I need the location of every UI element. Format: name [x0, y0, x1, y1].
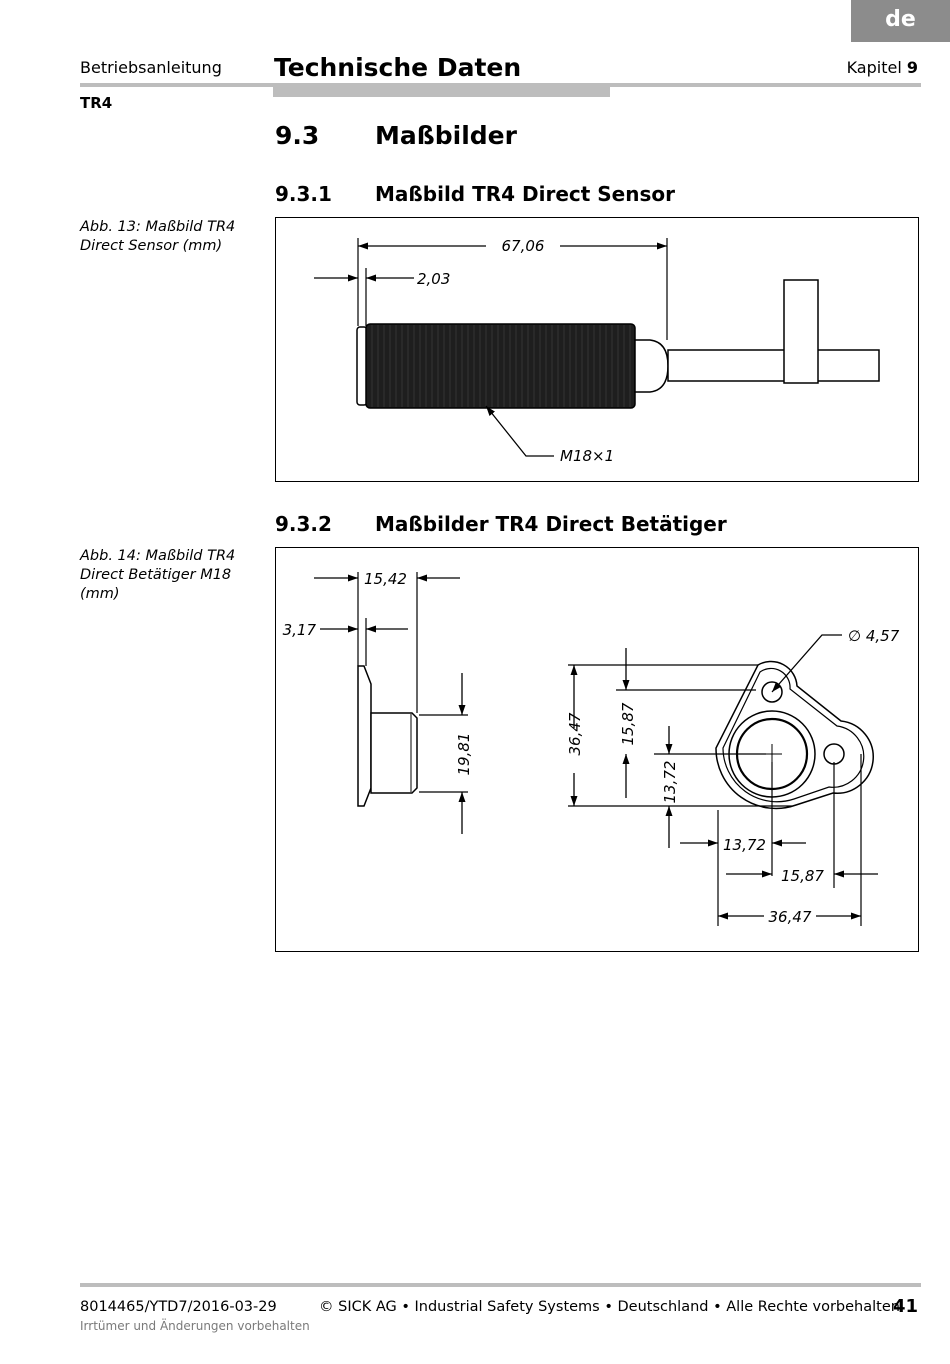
dim-horizontal-total: 36,47 [769, 908, 812, 926]
dim-length: 67,06 [502, 237, 545, 255]
dim-vertical-top: 15,87 [619, 702, 637, 745]
header-rule-right [610, 83, 921, 87]
footer-disclaimer: Irrtümer und Änderungen vorbehalten [80, 1319, 310, 1333]
dim-hole-diameter: ∅ 4,57 [848, 627, 900, 645]
figure-caption: Abb. 13: Maßbild TR4 Direct Sensor (mm) [80, 219, 236, 254]
dim-thread: M18×1 [560, 447, 614, 465]
subsection-number: 9.3.2 [275, 512, 332, 536]
language-badge: de [851, 0, 950, 42]
subsection-title: Maßbild TR4 Direct Sensor [375, 182, 675, 206]
footer-copyright: © SICK AG • Industrial Safety Systems • … [319, 1299, 900, 1315]
dim-vertical-total: 36,47 [566, 712, 584, 755]
footer-doc-id: 8014465/YTD7/2016-03-29 [80, 1299, 277, 1315]
figure-actuator-drawing: 15,42 3,17 19,81 ∅ 4,57 36, [275, 547, 919, 952]
chapter-label: Kapitel 9 [846, 58, 918, 77]
section-header-title: Technische Daten [274, 53, 522, 82]
page-number: 41 [892, 1296, 918, 1317]
header-rule-center [273, 83, 610, 97]
sensor-dimension-drawing: 67,06 2,03 [314, 237, 880, 465]
doc-type-label: Betriebsanleitung [80, 58, 222, 77]
subsection-title: Maßbilder TR4 Direct Betätiger [375, 512, 727, 536]
dim-vertical-center: 13,72 [661, 761, 679, 804]
header-rule-left [80, 83, 273, 87]
dim-height: 19,81 [455, 733, 473, 776]
section-number: 9.3 [275, 121, 320, 150]
dim-flange: 3,17 [283, 621, 317, 639]
dim-horizontal-center: 13,72 [723, 836, 766, 854]
dim-horizontal-mid: 15,87 [781, 867, 824, 885]
chapter-number: 9 [906, 58, 918, 77]
product-label: TR4 [80, 94, 113, 112]
footer-rule [80, 1283, 921, 1287]
section-title: Maßbilder [375, 121, 517, 150]
actuator-dimension-drawing: 15,42 3,17 19,81 ∅ 4,57 36, [283, 570, 900, 926]
subsection-number: 9.3.1 [275, 182, 332, 206]
dim-width: 15,42 [364, 570, 407, 588]
figure-sensor-drawing: 67,06 2,03 [275, 217, 919, 482]
figure-caption: Abb. 14: Maßbild TR4 Direct Betätiger M1… [80, 548, 236, 602]
dim-collar: 2,03 [417, 270, 450, 288]
